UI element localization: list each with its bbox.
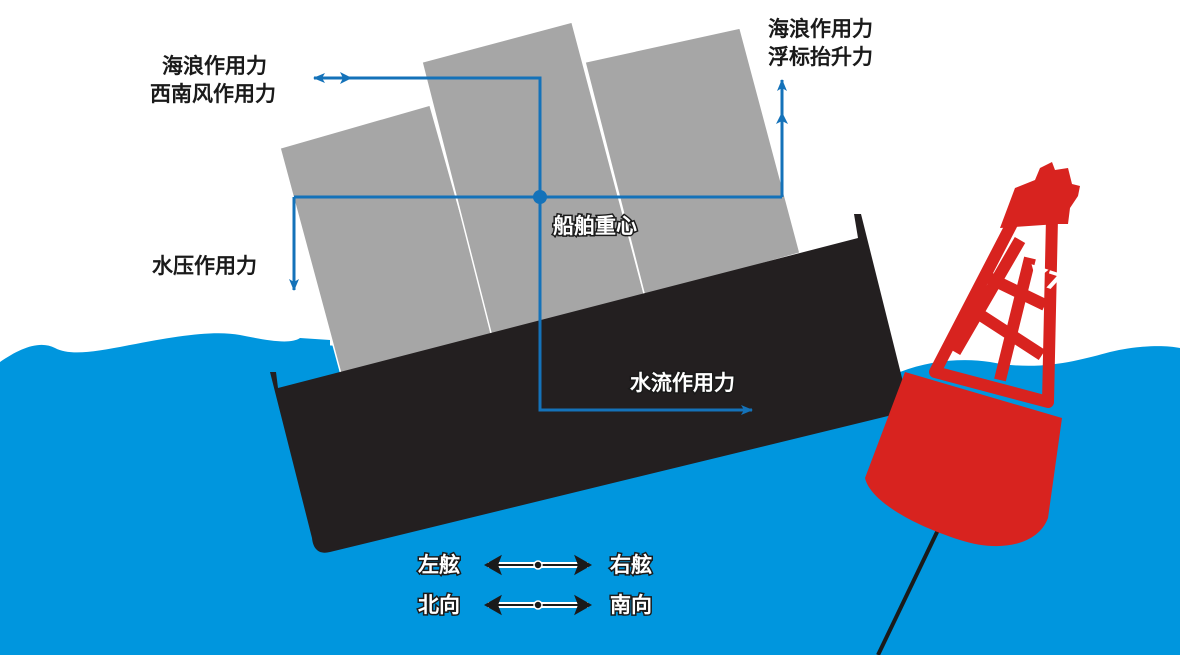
direction-legend: 左舷 右舷 北向 南向 (417, 552, 654, 619)
buoy-chain (876, 529, 940, 655)
label-current: 水流作用力 (630, 371, 735, 395)
legend-port: 左舷 (418, 553, 460, 577)
buoy-top (1000, 162, 1080, 228)
label-water-pressure: 水压作用力 (152, 254, 257, 278)
label-wave-lift-2: 浮标抬升力 (768, 45, 873, 69)
legend-north: 北向 (418, 593, 460, 617)
wave-southwest-arrow (313, 73, 542, 197)
legend-arrow-row2 (483, 594, 593, 616)
label-wave-southwest-2: 西南风作用力 (150, 82, 276, 106)
legend-starboard: 右舷 (610, 553, 652, 577)
label-center-of-gravity: 船舶重心 (553, 214, 637, 238)
wave-southwest-arrow-extra-head (340, 72, 352, 84)
center-of-gravity-dot (533, 190, 547, 204)
force-arrows (289, 72, 788, 415)
legend-arrow-row1 (483, 554, 593, 576)
cargo (279, 21, 801, 379)
legend-south: 南向 (610, 593, 652, 617)
wave-buoy-lift-arrow-extra-head (776, 112, 788, 124)
sea (0, 333, 330, 655)
ship-hull (270, 214, 906, 553)
buoy-body (865, 372, 1062, 547)
current-arrow (538, 197, 753, 415)
buoy: Y7 (865, 162, 1080, 655)
label-wave-southwest-1: 海浪作用力 (162, 54, 267, 78)
label-wave-lift-1: 海浪作用力 (768, 17, 873, 41)
